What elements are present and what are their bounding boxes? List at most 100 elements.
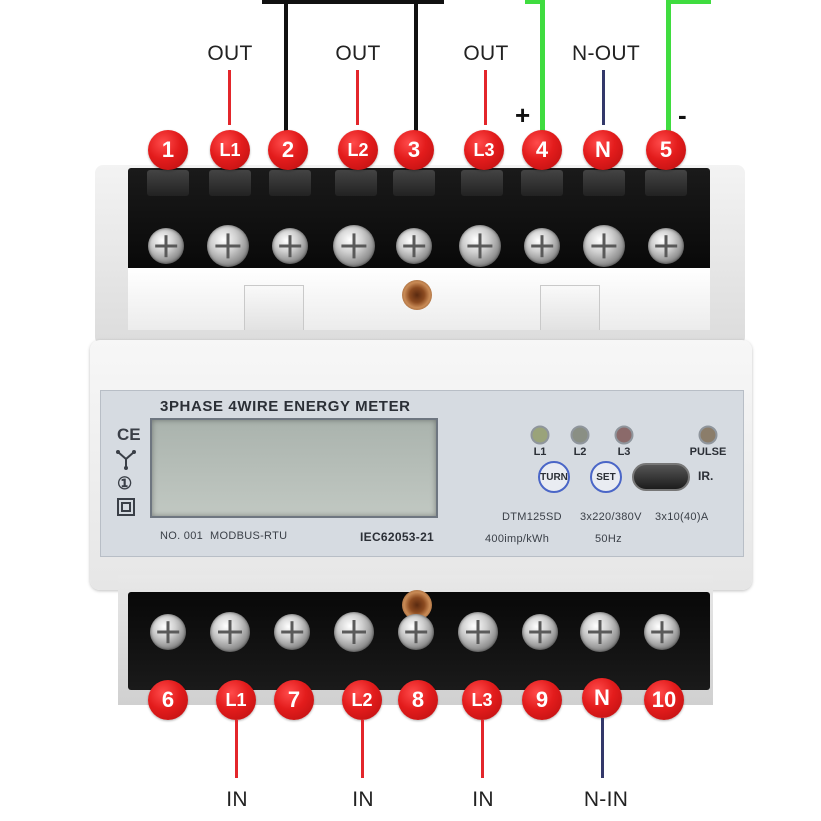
terminal-screw-n-out[interactable] — [583, 225, 625, 267]
terminal-slot — [147, 170, 189, 196]
top-black-wire-3 — [414, 0, 418, 135]
terminal-badge-l1-in: L1 — [216, 680, 256, 720]
seal-hole-top — [402, 280, 432, 310]
terminal-screw-1[interactable] — [148, 228, 184, 264]
voltage-label: 3x220/380V — [580, 511, 642, 523]
top-black-wire-bar-3 — [418, 0, 444, 4]
pulse-minus-sign: - — [678, 100, 687, 130]
lead-in-l3 — [481, 720, 484, 778]
terminal-badge-9: 9 — [522, 680, 562, 720]
terminal-badge-l1-out: L1 — [210, 130, 250, 170]
terminal-badge-5: 5 — [646, 130, 686, 170]
terminal-slot — [335, 170, 377, 196]
terminal-screw-l1-in[interactable] — [210, 612, 250, 652]
din-clip-right — [540, 285, 600, 330]
ce-mark-icon: CE — [117, 425, 141, 444]
terminal-badge-l3-in: L3 — [462, 680, 502, 720]
label-in-l1: IN — [226, 788, 248, 811]
terminal-badge-n-out: N — [583, 130, 623, 170]
current-label: 3x10(40)A — [655, 511, 709, 523]
set-button[interactable]: SET — [590, 461, 622, 493]
lead-out-l2 — [356, 70, 359, 125]
lead-n-in — [601, 718, 604, 778]
terminal-badge-3: 3 — [394, 130, 434, 170]
label-n-out: N-OUT — [572, 42, 640, 65]
frequency-label: 50Hz — [595, 533, 622, 545]
terminal-screw-5[interactable] — [648, 228, 684, 264]
led-l1 — [530, 425, 550, 445]
led-label-l2: L2 — [573, 446, 587, 458]
terminal-badge-8: 8 — [398, 680, 438, 720]
terminal-slot — [209, 170, 251, 196]
terminal-screw-l3-out[interactable] — [459, 225, 501, 267]
terminal-badge-10: 10 — [644, 680, 684, 720]
terminal-badge-n-in: N — [582, 678, 622, 718]
terminal-badge-4: 4 — [522, 130, 562, 170]
top-green-wire-4 — [540, 0, 545, 135]
led-label-pulse: PULSE — [689, 446, 727, 458]
led-l2 — [570, 425, 590, 445]
terminal-slot — [461, 170, 503, 196]
terminal-slot — [583, 170, 625, 196]
led-label-l3: L3 — [617, 446, 631, 458]
terminal-badge-7: 7 — [274, 680, 314, 720]
turn-button[interactable]: TURN — [538, 461, 570, 493]
terminal-screw-3[interactable] — [396, 228, 432, 264]
terminal-screw-n-in[interactable] — [580, 612, 620, 652]
terminal-screw-10[interactable] — [644, 614, 680, 650]
terminal-badge-l3-out: L3 — [464, 130, 504, 170]
terminal-screw-2[interactable] — [272, 228, 308, 264]
label-n-in: N-IN — [583, 788, 629, 811]
top-black-wire-2 — [284, 0, 288, 135]
meter-title: 3PHASE 4WIRE ENERGY METER — [160, 398, 411, 415]
terminal-screw-9[interactable] — [522, 614, 558, 650]
terminal-screw-7[interactable] — [274, 614, 310, 650]
terminal-slot — [521, 170, 563, 196]
ir-window — [632, 463, 690, 491]
terminal-screw-l2-out[interactable] — [333, 225, 375, 267]
terminal-screw-l2-in[interactable] — [334, 612, 374, 652]
lcd-display — [150, 418, 438, 518]
terminal-badge-2: 2 — [268, 130, 308, 170]
three-phase-symbol-icon — [116, 450, 136, 470]
ir-label: IR. — [698, 469, 714, 483]
impulse-label: 400imp/kWh — [485, 533, 550, 545]
top-black-wire-bar-1 — [262, 0, 288, 4]
top-green-wire-5 — [666, 0, 671, 135]
model-label: DTM125SD — [502, 511, 562, 523]
label-in-l3: IN — [472, 788, 494, 811]
label-out-l3: OUT — [463, 42, 509, 65]
standard-label: IEC62053-21 — [360, 530, 435, 544]
lead-in-l2 — [361, 720, 364, 778]
top-green-wire-bar-2 — [671, 0, 711, 4]
terminal-screw-6[interactable] — [150, 614, 186, 650]
din-clip-left — [244, 285, 304, 330]
lead-in-l1 — [235, 720, 238, 778]
label-in-l2: IN — [352, 788, 374, 811]
terminal-screw-l3-in[interactable] — [458, 612, 498, 652]
lead-out-l1 — [228, 70, 231, 125]
terminal-screw-8[interactable] — [398, 614, 434, 650]
pulse-plus-sign: + — [515, 100, 531, 130]
led-label-l1: L1 — [533, 446, 547, 458]
label-out-l2: OUT — [335, 42, 381, 65]
terminal-badge-l2-out: L2 — [338, 130, 378, 170]
terminal-screw-l1-out[interactable] — [207, 225, 249, 267]
double-insulation-icon — [117, 498, 135, 516]
lead-n-out — [602, 70, 605, 125]
terminal-badge-1: 1 — [148, 130, 188, 170]
terminal-slot — [645, 170, 687, 196]
protocol-label: MODBUS-RTU — [210, 530, 288, 542]
led-pulse — [698, 425, 718, 445]
led-l3 — [614, 425, 634, 445]
terminal-badge-l2-in: L2 — [342, 680, 382, 720]
lead-out-l3 — [484, 70, 487, 125]
terminal-badge-6: 6 — [148, 680, 188, 720]
terminal-screw-4[interactable] — [524, 228, 560, 264]
class-one-icon: ① — [117, 474, 133, 493]
label-out-l1: OUT — [207, 42, 253, 65]
top-green-wire-bar-1 — [525, 0, 545, 4]
serial-number: NO. 001 — [160, 530, 204, 542]
top-black-wire-bar-2 — [288, 0, 418, 4]
terminal-slot — [269, 170, 311, 196]
